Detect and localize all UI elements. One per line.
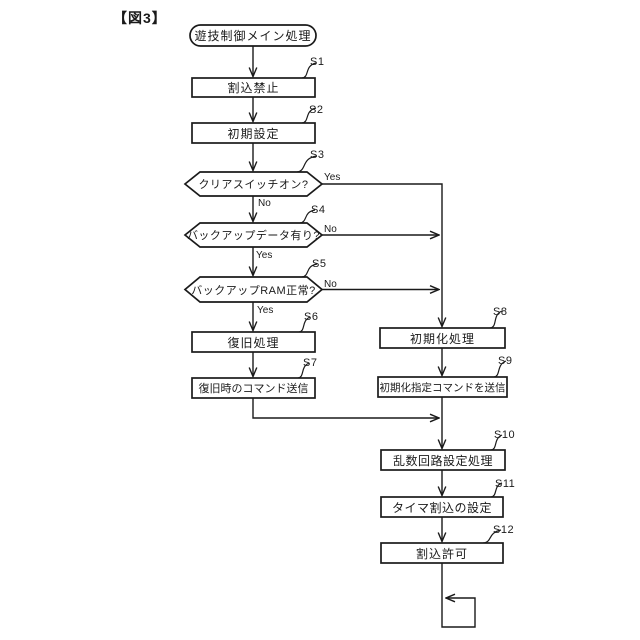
arrow-s7-merge	[252, 398, 439, 418]
process-s1-shape	[191, 77, 316, 98]
loop-back-line	[441, 563, 476, 628]
process-s10-label: 乱数回路設定処理	[392, 453, 493, 468]
step-id-s1: S1	[310, 56, 325, 68]
step-id-s9: S9	[498, 355, 513, 367]
decision-s5-label: バックアップRAM正常?	[191, 284, 316, 297]
decision-s3-label: クリアスイッチオン?	[198, 179, 309, 191]
process-s11-label: タイマ割込の設定	[391, 500, 492, 515]
connector-lines	[252, 46, 476, 628]
step-id-s8: S8	[493, 306, 508, 318]
process-s10-shape	[380, 449, 506, 471]
branch-s3-yes: Yes	[324, 172, 341, 183]
process-s6-label: 復旧処理	[227, 335, 280, 350]
process-s9-shape	[377, 376, 508, 398]
process-s12-shape	[380, 542, 504, 564]
process-s2-shape	[191, 122, 316, 144]
decision-s4-shape	[183, 222, 324, 248]
process-s7-label: 復旧時のコマンド送信	[198, 383, 309, 395]
process-s11-shape	[380, 496, 504, 518]
arrow-s3-yes-to-s8	[322, 183, 442, 327]
step-id-s2: S2	[309, 104, 324, 116]
step-id-s4: S4	[311, 204, 326, 216]
step-id-s10: S10	[494, 429, 516, 441]
terminal-start-shape	[189, 24, 317, 47]
branch-s4-yes: Yes	[256, 250, 273, 261]
process-s1-label: 割込禁止	[227, 81, 280, 95]
step-id-s12: S12	[493, 524, 515, 536]
figure-caption: 【図3】	[113, 10, 167, 26]
decision-s4-label: バックアップデータ有り?	[186, 230, 321, 242]
branch-s5-yes: Yes	[257, 305, 274, 316]
step-id-s7: S7	[303, 357, 318, 369]
process-s9-label: 初期化指定コマンドを送信	[379, 381, 506, 394]
branch-s4-no: No	[324, 224, 337, 235]
node-shapes	[183, 24, 508, 564]
step-id-s5: S5	[312, 258, 327, 270]
process-s6-shape	[191, 331, 316, 353]
process-s8-shape	[379, 327, 506, 349]
process-s12-label: 割込許可	[415, 546, 468, 561]
branch-s3-no: No	[258, 198, 271, 209]
step-id-s6: S6	[304, 311, 319, 323]
process-s2-label: 初期設定	[227, 126, 280, 141]
process-s7-shape	[191, 377, 316, 399]
step-id-s11: S11	[495, 478, 516, 490]
process-s8-label: 初期化処理	[409, 331, 475, 346]
terminal-start-label: 遊技制御メイン処理	[194, 29, 312, 43]
decision-s5-shape	[183, 276, 324, 303]
branch-s5-no: No	[324, 279, 337, 290]
leader-squiggles	[296, 62, 507, 544]
decision-s3-shape	[183, 171, 324, 197]
step-id-s3: S3	[310, 149, 325, 161]
